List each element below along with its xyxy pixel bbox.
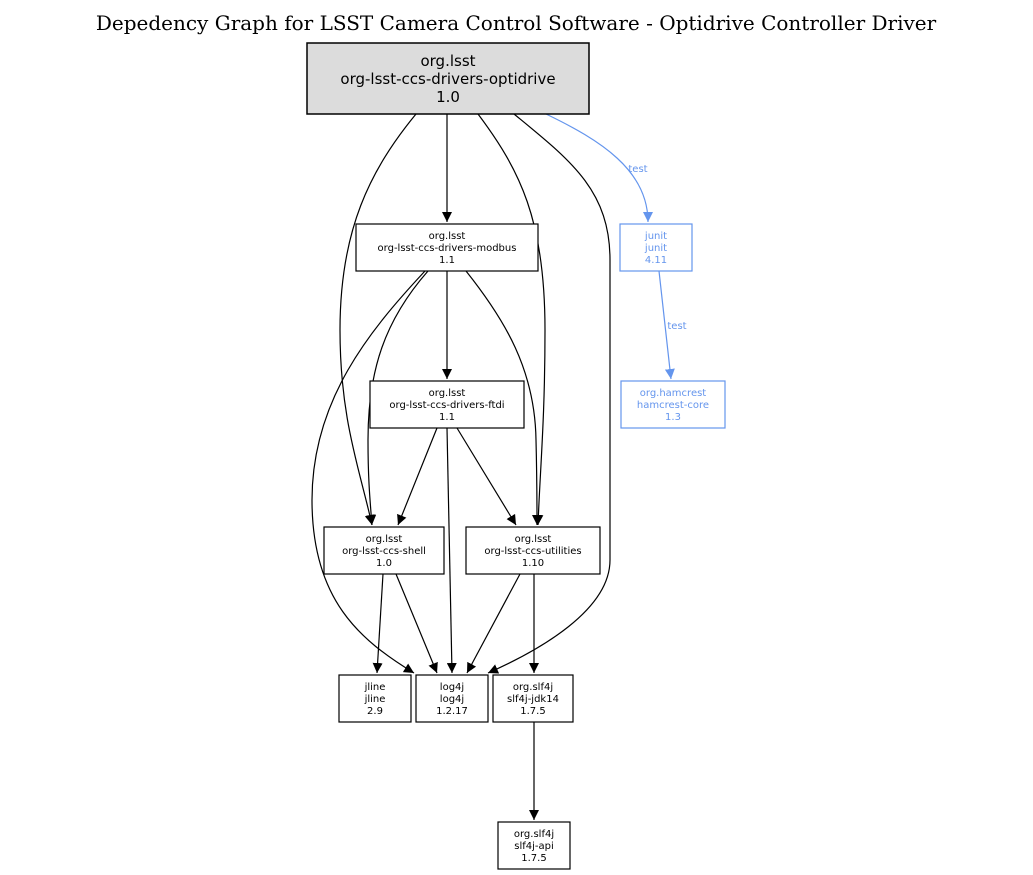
edge-ftdi-to-shell (397, 427, 438, 526)
edge-label: test (628, 164, 647, 175)
node-group: junit (644, 231, 667, 242)
node-artifact: hamcrest-core (637, 400, 709, 411)
node-artifact: junit (644, 243, 667, 254)
edge-ftdi-to-log4j (446, 427, 457, 674)
node-version: 1.2.17 (436, 706, 468, 717)
edge-junit-to-hamcrest (658, 270, 675, 380)
node-box (492, 674, 574, 723)
edge-optidrive-to-shell (339, 113, 417, 526)
node-artifact: slf4j-api (514, 841, 554, 852)
node-box (355, 223, 539, 272)
node-group: org.hamcrest (640, 388, 707, 399)
edge-label: test (667, 321, 686, 332)
node-group: org.lsst (366, 534, 403, 545)
node-artifact: org-lsst-ccs-drivers-optidrive (340, 70, 555, 88)
node-version: 4.11 (645, 255, 667, 266)
node-group: org.slf4j (513, 682, 553, 693)
node-box (620, 380, 726, 429)
node-group: org.lsst (429, 231, 466, 242)
edge-modbus-to-shell (366, 270, 429, 526)
node-group: jline (364, 682, 386, 693)
node-box (619, 223, 693, 272)
node-version: 2.9 (367, 706, 383, 717)
node-version: 1.7.5 (521, 853, 546, 864)
edge-optidrive-to-log4j (487, 113, 611, 674)
node-box (415, 674, 489, 723)
node-box (338, 674, 412, 723)
edge-modbus-to-utilities (465, 270, 542, 526)
node-group: org.lsst (429, 388, 466, 399)
node-box (497, 821, 571, 870)
node-artifact: log4j (440, 694, 464, 705)
edge-ftdi-to-utilities (456, 427, 517, 526)
node-version: 1.0 (436, 88, 460, 106)
node-version: 1.0 (376, 558, 392, 569)
node-version: 1.10 (522, 558, 544, 569)
node-artifact: slf4j-jdk14 (507, 694, 559, 705)
node-group: org.lsst (420, 52, 475, 70)
node-box (465, 526, 601, 575)
node-version: 1.3 (665, 412, 681, 423)
node-version: 1.7.5 (520, 706, 545, 717)
edge-modbus-to-log4j (311, 270, 426, 674)
edge-optidrive-to-utilities (477, 113, 546, 526)
node-group: log4j (440, 682, 464, 693)
node-box (323, 526, 445, 575)
nodes-layer: org.lsstorg-lsst-ccs-drivers-optidrive1.… (306, 42, 726, 870)
node-optidrive[interactable]: org.lsstorg-lsst-ccs-drivers-optidrive1.… (306, 42, 590, 115)
node-box (306, 42, 590, 115)
edge-shell-to-jline (372, 573, 384, 674)
node-box (369, 380, 525, 429)
edge-shell-to-log4j (395, 573, 438, 674)
node-artifact: org-lsst-ccs-utilities (484, 546, 581, 557)
node-artifact: org-lsst-ccs-shell (342, 546, 426, 557)
node-artifact: org-lsst-ccs-drivers-ftdi (389, 400, 504, 411)
node-group: org.lsst (515, 534, 552, 545)
edge-optidrive-to-junit (545, 113, 653, 223)
edges-layer: test test (311, 113, 687, 820)
node-artifact: jline (364, 694, 386, 705)
graph-title: Depedency Graph for LSST Camera Control … (96, 11, 937, 35)
node-artifact: org-lsst-ccs-drivers-modbus (378, 243, 517, 254)
node-group: org.slf4j (514, 829, 554, 840)
node-version: 1.1 (439, 255, 455, 266)
edge-utilities-to-log4j (466, 573, 521, 674)
node-version: 1.1 (439, 412, 455, 423)
